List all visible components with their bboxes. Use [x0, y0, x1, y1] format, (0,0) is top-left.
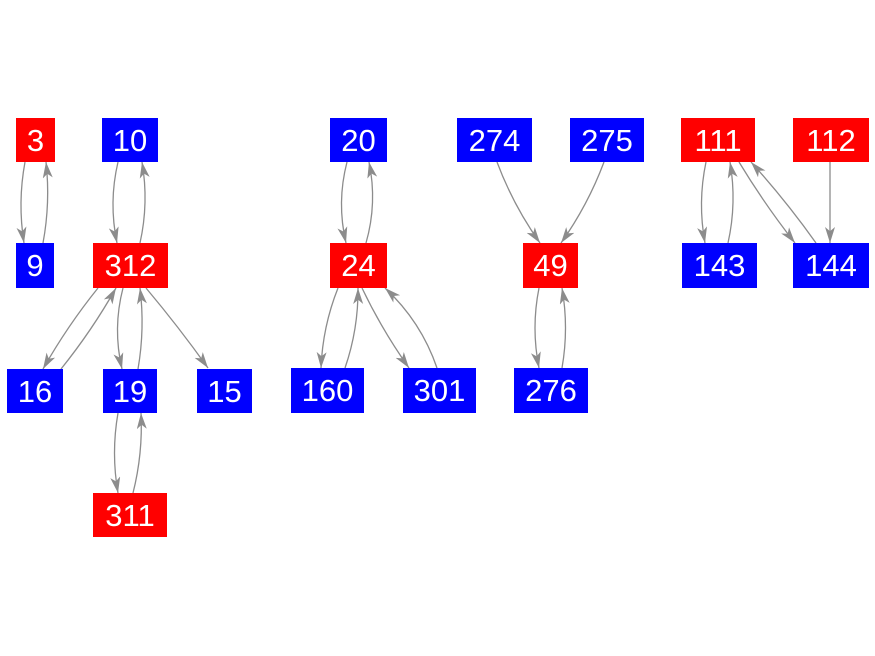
- node-label: 15: [207, 373, 242, 409]
- node-label: 10: [112, 122, 148, 158]
- node-label: 3: [26, 122, 45, 158]
- node-301[interactable]: 301: [403, 368, 476, 413]
- edge-24-160: [316, 287, 339, 369]
- node-15[interactable]: 15: [197, 369, 252, 413]
- edge-49-276: [530, 287, 541, 369]
- node-24[interactable]: 24: [330, 243, 387, 288]
- node-label: 301: [413, 373, 466, 408]
- node-19[interactable]: 19: [103, 369, 157, 413]
- node-label: 276: [525, 373, 577, 408]
- node-275[interactable]: 275: [570, 118, 644, 162]
- node-label: 24: [341, 248, 376, 283]
- node-label: 20: [341, 122, 376, 158]
- edge-311-19: [132, 412, 147, 494]
- edge-275-49: [560, 161, 605, 244]
- edge-301-24: [384, 287, 438, 369]
- edge-143-111: [727, 161, 738, 244]
- node-label: 112: [806, 122, 856, 158]
- node-3[interactable]: 3: [16, 118, 55, 162]
- edge-20-24: [337, 161, 348, 244]
- node-label: 16: [17, 373, 53, 409]
- node-20[interactable]: 20: [330, 118, 387, 162]
- edge-274-49: [496, 161, 541, 244]
- edge-144-111: [750, 161, 817, 244]
- edge-24-20: [365, 161, 378, 244]
- node-144[interactable]: 144: [793, 243, 869, 288]
- node-311[interactable]: 311: [93, 493, 167, 537]
- node-label: 9: [26, 248, 44, 283]
- edge-19-312: [136, 287, 147, 370]
- node-276[interactable]: 276: [514, 368, 588, 413]
- node-10[interactable]: 10: [102, 118, 158, 162]
- node-160[interactable]: 160: [291, 368, 364, 413]
- node-16[interactable]: 16: [7, 369, 63, 413]
- node-312[interactable]: 312: [93, 243, 168, 288]
- node-274[interactable]: 274: [457, 118, 532, 162]
- edge-9-3: [42, 161, 53, 244]
- node-label: 160: [301, 373, 354, 408]
- node-label: 111: [694, 122, 742, 158]
- edge-312-15: [145, 287, 209, 369]
- node-label: 275: [581, 122, 633, 158]
- edge-111-144: [738, 161, 796, 244]
- edge-3-9: [16, 161, 27, 244]
- node-label: 143: [693, 248, 746, 283]
- edge-160-24: [344, 287, 364, 369]
- edge-312-16: [42, 287, 99, 370]
- node-label: 49: [533, 248, 568, 283]
- edge-312-19: [113, 287, 124, 370]
- node-label: 311: [105, 497, 155, 533]
- edge-24-301: [361, 287, 410, 369]
- edge-111-143: [697, 161, 708, 244]
- node-111[interactable]: 111: [681, 118, 755, 162]
- edge-16-312: [60, 287, 117, 370]
- node-9[interactable]: 9: [16, 243, 54, 288]
- edge-19-311: [110, 412, 121, 494]
- node-label: 274: [468, 122, 521, 158]
- edge-276-49: [559, 287, 570, 369]
- edge-312-10: [139, 161, 150, 244]
- node-112[interactable]: 112: [793, 118, 869, 162]
- node-49[interactable]: 49: [523, 243, 578, 288]
- node-label: 19: [112, 373, 148, 409]
- node-label: 312: [104, 248, 157, 283]
- edge-10-312: [108, 161, 119, 244]
- node-label: 144: [805, 248, 857, 283]
- node-143[interactable]: 143: [682, 243, 757, 288]
